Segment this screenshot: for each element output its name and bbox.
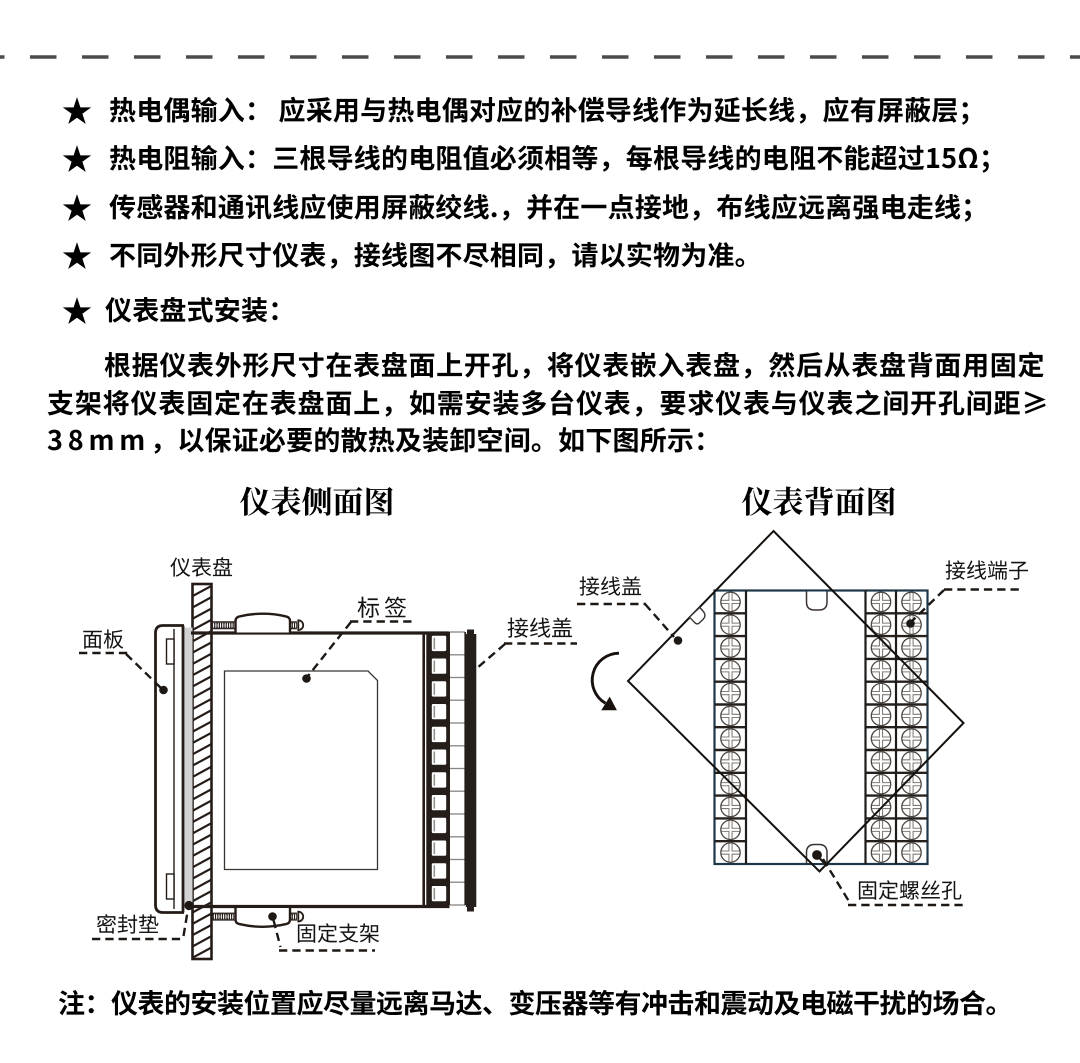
svg-text:接线盖: 接线盖 (579, 571, 642, 601)
svg-text:标签: 标签 (357, 589, 411, 623)
svg-text:固定支架: 固定支架 (296, 918, 380, 948)
svg-text:接线盖: 接线盖 (507, 611, 573, 643)
svg-text:固定螺丝孔: 固定螺丝孔 (857, 875, 962, 905)
svg-text:接线端子: 接线端子 (945, 555, 1029, 585)
svg-text:仪表盘: 仪表盘 (170, 552, 233, 582)
svg-text:密封垫: 密封垫 (96, 909, 159, 939)
svg-text:面板: 面板 (82, 624, 124, 654)
